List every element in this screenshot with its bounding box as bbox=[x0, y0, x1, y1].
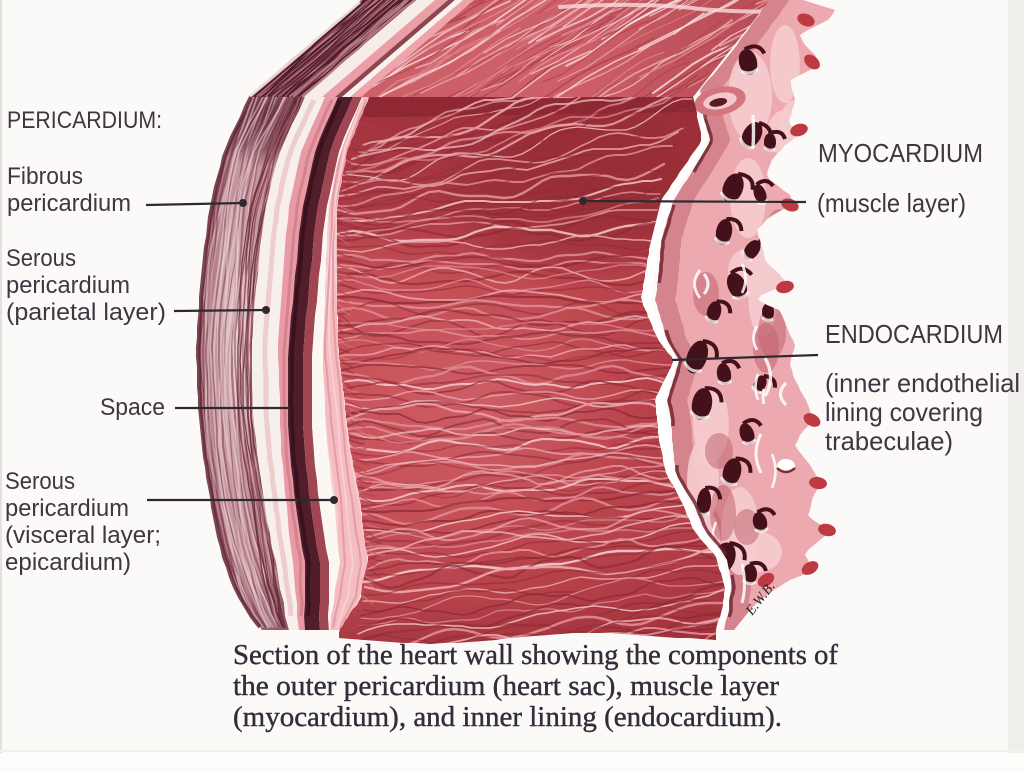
svg-text:pericardium: pericardium bbox=[6, 272, 130, 299]
svg-text:Serous: Serous bbox=[6, 245, 76, 272]
svg-text:Space: Space bbox=[100, 394, 165, 421]
svg-text:(muscle layer): (muscle layer) bbox=[817, 188, 966, 218]
svg-text:Serous: Serous bbox=[5, 468, 75, 495]
svg-text:MYOCARDIUM: MYOCARDIUM bbox=[818, 138, 983, 168]
svg-text:the outer pericardium (heart s: the outer pericardium (heart sac), muscl… bbox=[233, 671, 780, 702]
svg-text:(visceral layer;: (visceral layer; bbox=[5, 522, 161, 549]
svg-text:(myocardium), and inner lining: (myocardium), and inner lining (endocard… bbox=[233, 702, 782, 733]
svg-text:PERICARDIUM:: PERICARDIUM: bbox=[7, 107, 162, 134]
svg-text:Section of the heart wall show: Section of the heart wall showing the co… bbox=[233, 640, 839, 671]
svg-text:epicardium): epicardium) bbox=[5, 549, 131, 576]
svg-text:ENDOCARDIUM: ENDOCARDIUM bbox=[825, 319, 1003, 349]
svg-text:lining covering: lining covering bbox=[825, 397, 983, 427]
svg-text:pericardium: pericardium bbox=[5, 495, 129, 522]
svg-text:trabeculae): trabeculae) bbox=[825, 426, 953, 456]
svg-text:pericardium: pericardium bbox=[7, 190, 131, 217]
svg-text:Fibrous: Fibrous bbox=[7, 163, 83, 190]
svg-text:(parietal layer): (parietal layer) bbox=[6, 299, 166, 326]
svg-text:(inner endothelial: (inner endothelial bbox=[825, 368, 1020, 398]
